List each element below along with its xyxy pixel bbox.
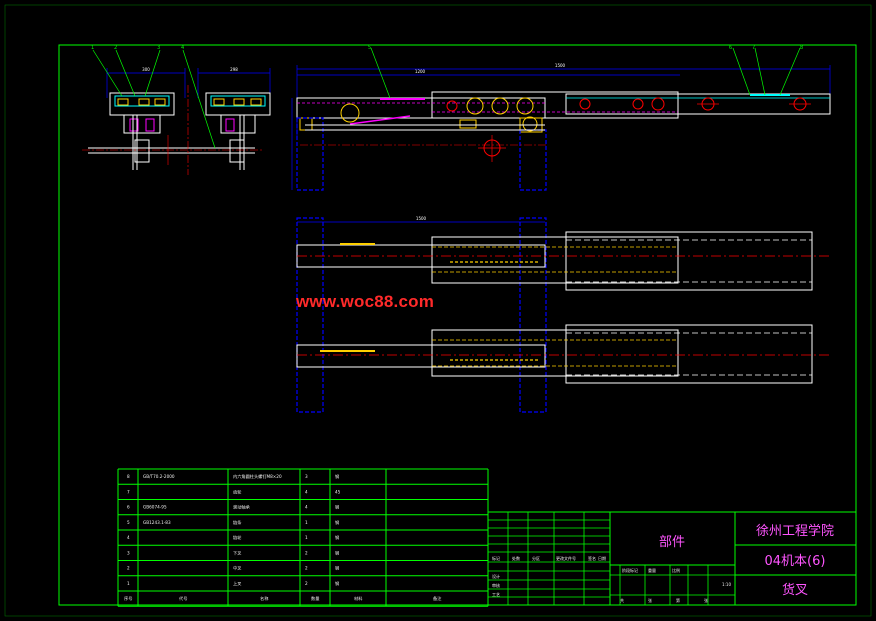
- callout-2: 2: [114, 45, 117, 51]
- tb-school: 徐州工程学院: [756, 523, 834, 539]
- parts-list-header-code: 代号: [179, 595, 187, 602]
- parts-list-cell-name: 链轮: [233, 534, 242, 541]
- parts-list-cell-material: 钢: [335, 534, 339, 541]
- watermark: www.woc88.com: [296, 292, 435, 311]
- tb-stage-label: 比例: [672, 567, 680, 573]
- tb-stage-label: 重量: [648, 567, 656, 573]
- tb-rev-header: 更改文件号: [556, 555, 576, 561]
- parts-list-cell-no: 2: [127, 566, 130, 571]
- tb-rev-header: 处数: [512, 555, 520, 561]
- tb-rev-header: 分区: [532, 555, 540, 561]
- callout-4: 4: [181, 45, 184, 51]
- tb-part-label: 部件: [659, 535, 685, 550]
- side-view: 300 298 1 2: [82, 45, 271, 175]
- parts-list-cell-material: 钢: [335, 519, 339, 526]
- parts-list-cell-qty: 1: [305, 520, 308, 525]
- parts-list-cell-no: 7: [127, 489, 130, 494]
- callout-3: 3: [157, 45, 160, 51]
- parts-list-cell-material: 钢: [335, 473, 339, 480]
- callout-7: 7: [752, 45, 755, 51]
- parts-list-cell-name: 下叉: [233, 550, 242, 556]
- front-dim-overall: 1500: [555, 63, 566, 68]
- tb-sheet-label: 张: [648, 597, 652, 603]
- front-view: 1500 1200: [291, 45, 831, 191]
- parts-list-cell-qty: 2: [305, 550, 308, 555]
- plan-view: 1500: [296, 216, 830, 413]
- drawing-inner-border: [4, 4, 872, 617]
- parts-list-cell-qty: 4: [305, 505, 308, 510]
- front-dim-fork: 1200: [415, 69, 426, 74]
- parts-list-cell-no: 6: [127, 505, 130, 510]
- parts-list-cell-material: 钢: [335, 565, 339, 572]
- tb-rev-header: 日期: [598, 555, 606, 561]
- parts-list-cell-no: 5: [127, 520, 130, 525]
- tb-sheet-label: 第: [676, 597, 680, 603]
- parts-list-cell-qty: 2: [305, 581, 308, 586]
- tb-scale: 1:10: [722, 582, 731, 587]
- parts-list-cell-material: 钢: [335, 504, 339, 511]
- parts-list-header-material: 材料: [354, 595, 363, 602]
- side-dim-left: 300: [142, 67, 150, 72]
- tb-stage-label: 阶段标记: [622, 567, 638, 573]
- callout-1: 1: [91, 45, 94, 51]
- callout-8: 8: [800, 45, 803, 51]
- plan-dim: 1500: [416, 216, 427, 221]
- parts-list-header-no: 序号: [124, 595, 132, 602]
- parts-list-cell-no: 3: [127, 550, 130, 555]
- tb-sign-label: 设计: [492, 573, 500, 579]
- parts-list-cell-name: 齿轮: [233, 488, 242, 495]
- tb-class: 04机本(6): [765, 554, 826, 569]
- parts-list-cell-qty: 2: [305, 566, 308, 571]
- tb-sheet-label: 张: [704, 597, 708, 603]
- parts-list-cell-no: 4: [127, 535, 130, 540]
- parts-list-cell-qty: 3: [305, 474, 308, 479]
- parts-list-cell-material: 钢: [335, 549, 339, 556]
- parts-list-cell-qty: 1: [305, 535, 308, 540]
- parts-list-cell-code: GB1243.1-83: [143, 520, 171, 525]
- callout-6: 6: [729, 45, 732, 51]
- callout-5: 5: [368, 45, 371, 51]
- tb-rev-header: 标记: [492, 555, 500, 561]
- parts-list-header-qty: 数量: [311, 595, 319, 602]
- parts-list-cell-name: 上叉: [233, 580, 242, 587]
- parts-list-header-name: 名称: [260, 595, 268, 602]
- parts-list-cell-name: 滚动轴承: [233, 504, 251, 511]
- tb-sign-label: 审核: [492, 582, 500, 588]
- parts-list-cell-material: 钢: [335, 580, 339, 587]
- parts-list-cell-no: 1: [127, 581, 130, 586]
- title-block: 部件 徐州工程学院 04机本(6) 货叉 标记 处数 分区 更改文件号 签名日期设计审核…: [487, 511, 856, 605]
- parts-list-cell-code: GB/T70.2-2000: [143, 474, 175, 479]
- parts-list-cell-no: 8: [127, 474, 130, 479]
- parts-list-cell-name: 中叉: [233, 565, 242, 572]
- tb-sheet-label: 共: [620, 597, 624, 603]
- parts-list-cell-material: 45: [335, 489, 341, 494]
- parts-list-cell-code: GB6074-95: [143, 505, 167, 510]
- parts-list-cell-name: 链条: [233, 519, 242, 526]
- tb-rev-header: 签名: [588, 555, 596, 561]
- tb-title: 货叉: [782, 582, 808, 598]
- tb-sign-label: 工艺: [492, 592, 500, 597]
- parts-list-cell-name: 内六角圆柱头螺钉M8×20: [233, 473, 282, 480]
- drawing-border: [58, 44, 857, 606]
- parts-list-cell-qty: 4: [305, 489, 308, 494]
- side-dim-right: 298: [230, 67, 238, 72]
- parts-list-header-note: 备注: [433, 595, 442, 602]
